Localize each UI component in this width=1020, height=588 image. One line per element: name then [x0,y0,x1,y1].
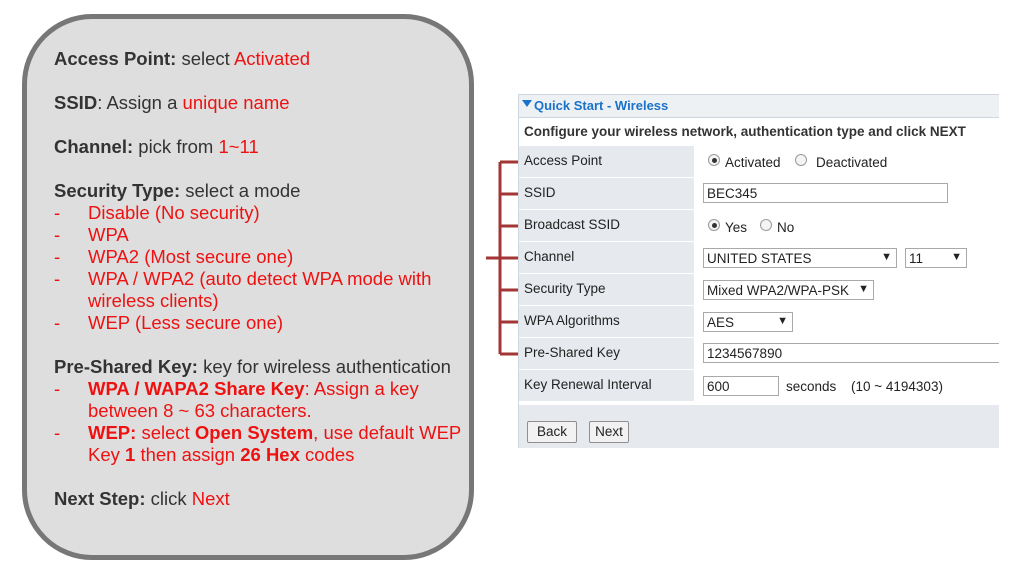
channel-label: Channel [524,249,575,264]
ssid-row: SSID BEC345 [519,178,999,209]
list-item: WPA / WPA2 (auto detect WPA mode with wi… [54,268,464,312]
panel-title: Quick Start - Wireless [534,98,669,113]
panel-description: Configure your wireless network, authent… [519,118,999,143]
triangle-down-icon[interactable] [522,100,532,107]
channel-instruction: Channel: pick from 1~11 [54,136,259,157]
yes-option-label: Yes [725,220,748,235]
security-type-select[interactable]: Mixed WPA2/WPA-PSK ▼ [703,280,874,300]
activated-option-label: Activated [725,155,781,170]
no-option-label: No [777,220,795,235]
ssid-instruction: SSID: Assign a unique name [54,92,290,113]
back-button[interactable]: Back [527,421,577,443]
pre-shared-key-input[interactable]: 1234567890 [703,343,999,363]
button-bar: Back Next [519,405,999,448]
pre-shared-key-label: Pre-Shared Key [524,345,621,360]
key-renewal-range: (10 ~ 4194303) [851,379,943,394]
seconds-unit: seconds [786,379,837,394]
country-select[interactable]: UNITED STATES ▼ [703,248,897,268]
instruction-text: Access Point: select Activated SSID: Ass… [54,48,464,510]
wpa-algorithms-row: WPA Algorithms AES ▼ [519,306,999,337]
next-step-instruction: Next Step: click Next [54,488,230,509]
caret-down-icon: ▼ [951,251,962,263]
broadcast-no-radio[interactable] [760,219,772,231]
broadcast-yes-radio[interactable] [708,219,720,231]
pre-shared-key-row: Pre-Shared Key 1234567890 [519,338,999,369]
key-renewal-input[interactable]: 600 [703,376,779,396]
key-renewal-label: Key Renewal Interval [524,377,652,392]
access-point-activated-radio[interactable] [708,154,720,166]
broadcast-ssid-row: Broadcast SSID Yes No [519,210,999,241]
access-point-deactivated-radio[interactable] [795,154,807,166]
key-renewal-row: Key Renewal Interval 600 seconds (10 ~ 4… [519,370,999,401]
access-point-instruction: Access Point: select Activated [54,48,311,69]
list-item: WPA / WAPA2 Share Key: Assign a key betw… [54,378,464,422]
caret-down-icon: ▼ [777,315,788,327]
quick-start-wireless-panel: Quick Start - Wireless Configure your wi… [518,94,999,448]
channel-number-select[interactable]: 11 ▼ [905,248,967,268]
psk-instruction: Pre-Shared Key: key for wireless authent… [54,356,451,377]
list-item: Disable (No security) [54,202,464,224]
bracket-connector [486,160,518,356]
list-item: WPA [54,224,464,246]
security-type-label: Security Type [524,281,606,296]
next-button[interactable]: Next [589,421,629,443]
deactivated-option-label: Deactivated [816,155,888,170]
wpa-algorithms-label: WPA Algorithms [524,313,620,328]
access-point-row: Access Point Activated Deactivated [519,146,999,177]
caret-down-icon: ▼ [858,283,869,295]
list-item: WPA2 (Most secure one) [54,246,464,268]
wpa-algorithms-select[interactable]: AES ▼ [703,312,793,332]
ssid-label: SSID [524,185,556,200]
ssid-input[interactable]: BEC345 [703,183,948,203]
security-mode-list: Disable (No security) WPA WPA2 (Most sec… [54,202,464,334]
panel-header[interactable]: Quick Start - Wireless [519,94,999,118]
channel-row: Channel UNITED STATES ▼ 11 ▼ [519,242,999,273]
list-item: WEP (Less secure one) [54,312,464,334]
security-type-row: Security Type Mixed WPA2/WPA-PSK ▼ [519,274,999,305]
list-item: WEP: select Open System, use default WEP… [54,422,464,466]
caret-down-icon: ▼ [881,251,892,263]
psk-list: WPA / WAPA2 Share Key: Assign a key betw… [54,378,464,466]
broadcast-ssid-label: Broadcast SSID [524,217,621,232]
access-point-label: Access Point [524,153,603,168]
security-type-instruction: Security Type: select a mode [54,180,301,201]
